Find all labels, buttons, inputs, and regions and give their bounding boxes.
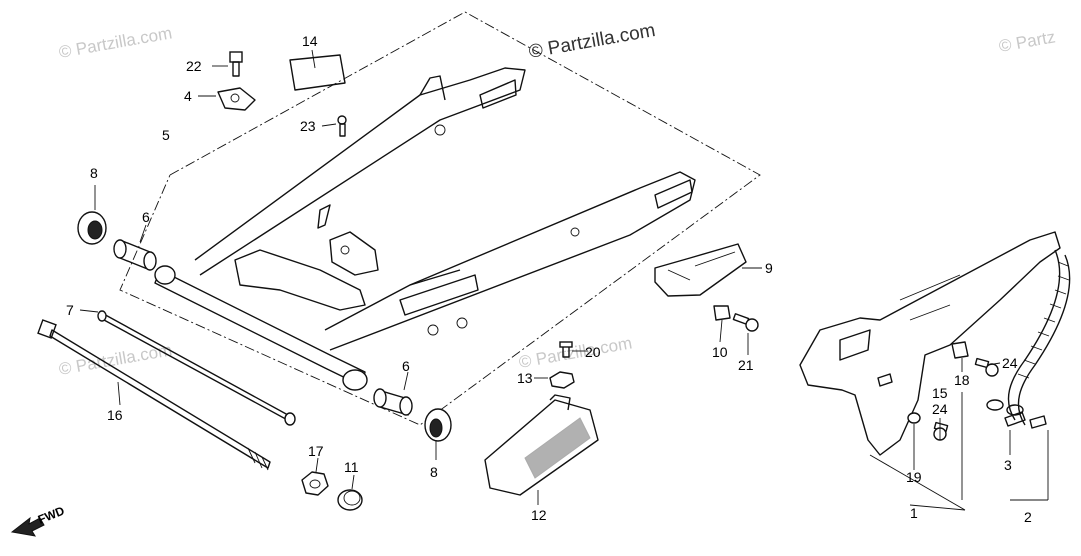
watermark-lower-center: © Partzilla.com — [517, 333, 633, 372]
joint-link-3 — [986, 399, 1047, 455]
watermark-left: © Partzilla.com — [57, 23, 173, 62]
callout-5: 5 — [162, 127, 170, 143]
callout-12: 12 — [531, 507, 547, 523]
callout-10: 10 — [712, 344, 728, 360]
callout-17: 17 — [308, 443, 324, 459]
fwd-label: FWD — [36, 503, 67, 526]
bearing-8-left — [77, 185, 107, 245]
collar-6-right — [373, 371, 413, 416]
callout-8-right: 8 — [430, 464, 438, 480]
callout-2: 2 — [1024, 509, 1032, 525]
callout-19: 19 — [906, 469, 922, 485]
cap-11 — [337, 474, 363, 511]
bolt-23 — [321, 115, 347, 137]
callout-3: 3 — [1004, 457, 1012, 473]
washer-10 — [713, 305, 731, 343]
nut-13 — [534, 371, 575, 389]
bearing-8-right — [424, 408, 452, 460]
swingarm — [154, 67, 696, 391]
callout-4: 4 — [184, 88, 192, 104]
callout-21: 21 — [738, 357, 754, 373]
watermark-right: © Partz — [997, 27, 1056, 56]
callout-15: 15 — [932, 385, 948, 401]
callout-14: 14 — [302, 33, 318, 49]
bolt-22 — [212, 51, 243, 77]
lead-14 — [311, 49, 316, 69]
label-sticker — [289, 54, 346, 91]
callout-6-left: 6 — [142, 209, 150, 225]
callout-23: 23 — [300, 118, 316, 134]
fwd-indicator: FWD — [10, 503, 67, 537]
collar-6-left — [113, 224, 157, 271]
callout-18: 18 — [954, 372, 970, 388]
bolt-24-upper — [974, 357, 1001, 377]
callout-24-lower: 24 — [932, 401, 948, 417]
callout-1: 1 — [910, 505, 918, 521]
chain-slider-12 — [484, 394, 599, 505]
washer-19 — [907, 412, 921, 470]
callout-9: 9 — [765, 260, 773, 276]
callout-16: 16 — [107, 407, 123, 423]
callout-24-upper: 24 — [1002, 355, 1018, 371]
guard-plate-9 — [654, 243, 762, 297]
callout-11: 11 — [344, 459, 359, 475]
assembly-outline — [119, 11, 761, 426]
screw-20 — [559, 341, 588, 358]
callout-22: 22 — [186, 58, 202, 74]
grommet-18 — [951, 341, 969, 500]
bolt-21 — [732, 313, 759, 355]
callout-7: 7 — [66, 302, 74, 318]
watermark-lower-left: © Partzilla.com — [57, 340, 173, 379]
chain-case-1 — [799, 231, 1061, 511]
arrow-left-down-icon — [10, 516, 45, 537]
watermark-main: © Partzilla.com — [527, 20, 657, 63]
pivot-tube-7 — [79, 309, 296, 426]
clamp-4 — [198, 87, 256, 111]
callout-20: 20 — [585, 344, 601, 360]
callout-13: 13 — [517, 370, 533, 386]
drive-chain-2 — [1007, 249, 1071, 501]
bolt-24-lower — [933, 418, 949, 441]
pivot-bolt-16 — [37, 319, 271, 471]
nut-17 — [301, 457, 329, 496]
callout-8-left: 8 — [90, 165, 98, 181]
callout-6-right: 6 — [402, 358, 410, 374]
